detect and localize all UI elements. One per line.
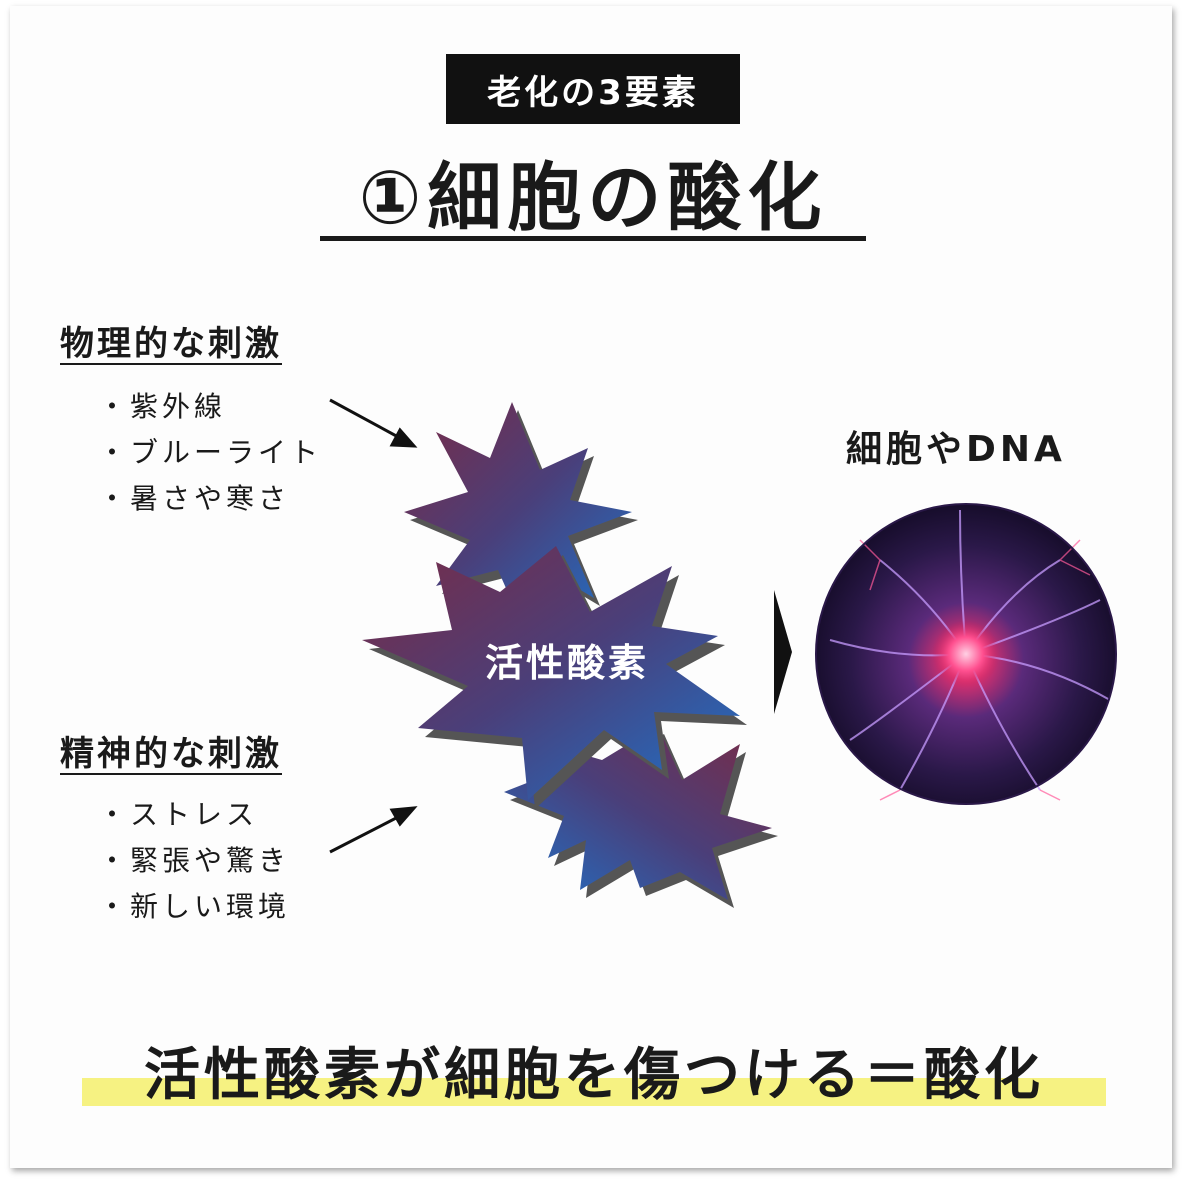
cell-dna-label: 細胞やDNA (846, 429, 1066, 470)
mental-stimulus-heading: 精神的な刺激 (60, 734, 282, 774)
arrow-physical (329, 398, 418, 448)
conclusion-highlight (82, 1078, 1106, 1106)
arrow-mental (329, 806, 418, 854)
section-tag: 老化の3要素 (446, 54, 740, 124)
cell-image (815, 503, 1117, 805)
physical-stimulus-list: 紫外線 ブルーライト 暑さや寒さ (98, 384, 322, 522)
page-title: ①細胞の酸化 (358, 155, 828, 241)
list-item: 新しい環境 (98, 884, 290, 930)
list-item: 緊張や驚き (98, 838, 290, 884)
list-item: ブルーライト (98, 430, 322, 476)
reactive-oxygen-label: 活性酸素 (484, 641, 649, 685)
conclusion-text: 活性酸素が細胞を傷つける＝酸化 (144, 1043, 1044, 1108)
radical-star-upper (404, 402, 638, 628)
mental-stimulus-list: ストレス 緊張や驚き 新しい環境 (98, 792, 290, 930)
list-item: 暑さや寒さ (98, 476, 322, 522)
pointer-triangle (774, 590, 792, 714)
list-item: ストレス (98, 792, 290, 838)
title-underline (320, 236, 866, 241)
radical-star-center (362, 546, 747, 809)
list-item: 紫外線 (98, 384, 322, 430)
physical-stimulus-heading: 物理的な刺激 (60, 324, 282, 364)
